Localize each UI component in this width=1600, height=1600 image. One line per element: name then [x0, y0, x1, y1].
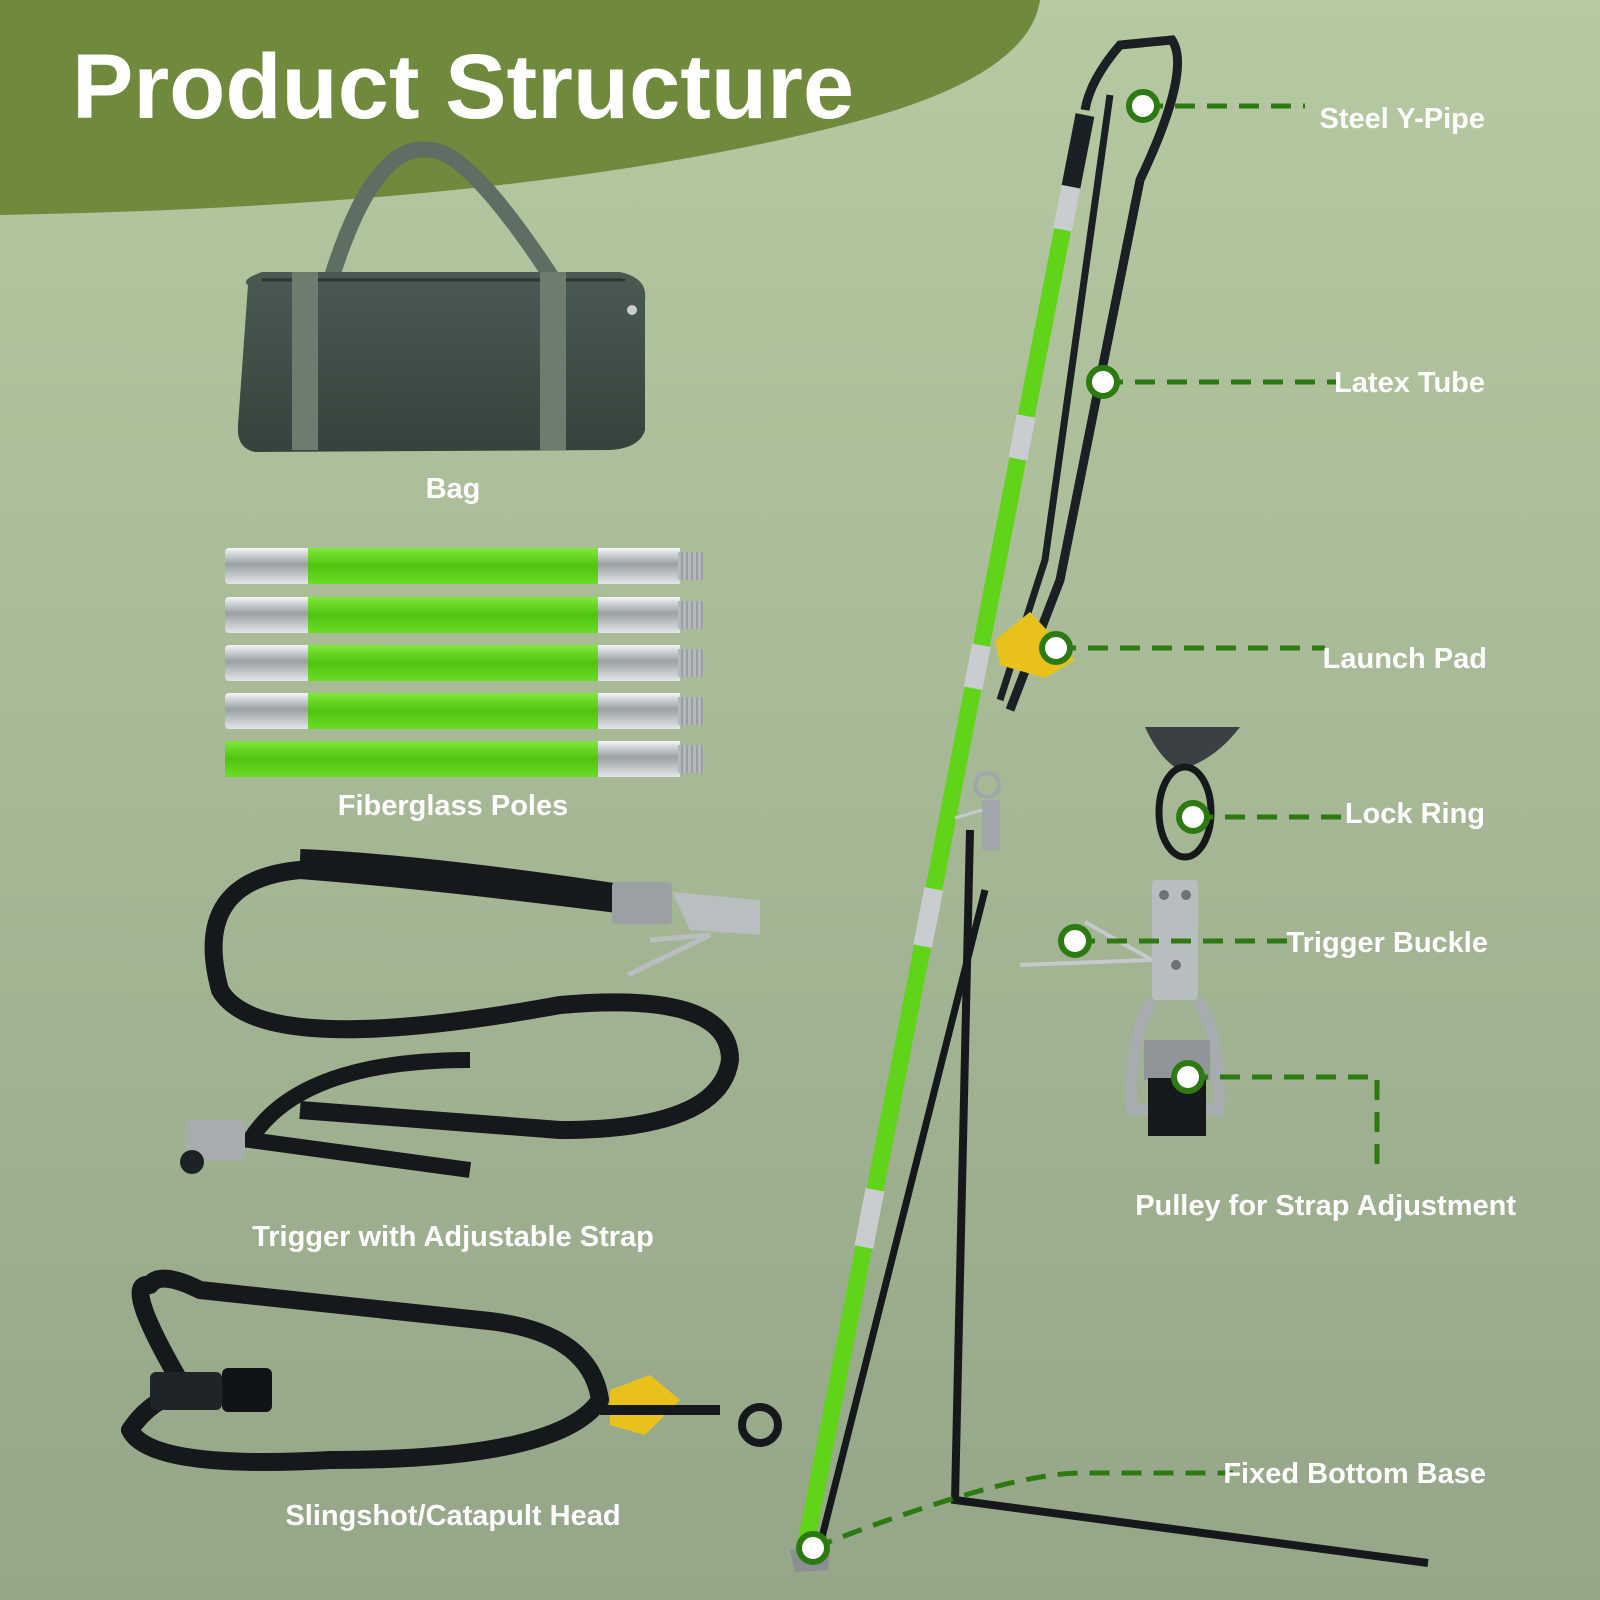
label-steel-y-pipe: Steel Y-Pipe [1320, 103, 1486, 135]
page-title: Product Structure [72, 36, 854, 138]
marker-pulley [1171, 1060, 1205, 1094]
assembled-launcher-illustration [790, 35, 1429, 1572]
callout-leaders [812, 103, 1380, 1551]
leader-fixed-bottom-base [812, 1470, 1233, 1551]
label-launch-pad: Launch Pad [1323, 643, 1487, 675]
marker-lock-ring [1176, 800, 1210, 834]
marker-trigger-buckle [1058, 924, 1092, 958]
trigger-strap-illustration [180, 849, 760, 1178]
fiberglass-pole [225, 597, 704, 633]
fiberglass-pole [225, 548, 704, 584]
label-latex-tube: Latex Tube [1334, 367, 1485, 399]
marker-latex-tube [1086, 365, 1120, 399]
callout-labels: Steel Y-Pipe Latex Tube Launch Pad Lock … [1135, 103, 1516, 1490]
caption-bag: Bag [426, 473, 481, 505]
bag-illustration [237, 141, 646, 452]
callout-markers [796, 89, 1210, 1565]
fiberglass-pole [225, 741, 704, 777]
fiberglass-poles-illustration [225, 548, 704, 777]
fiberglass-pole [225, 693, 704, 729]
slingshot-head-illustration [121, 1269, 782, 1471]
marker-fixed-bottom-base [796, 1531, 830, 1565]
fiberglass-pole [225, 645, 704, 681]
label-fixed-bottom-base: Fixed Bottom Base [1223, 1458, 1486, 1490]
label-lock-ring: Lock Ring [1345, 798, 1485, 830]
caption-slingshot-head: Slingshot/Catapult Head [285, 1500, 620, 1532]
label-trigger-buckle: Trigger Buckle [1287, 927, 1488, 959]
caption-fiberglass-poles: Fiberglass Poles [338, 790, 569, 822]
title-banner [0, 0, 1040, 215]
label-pulley: Pulley for Strap Adjustment [1135, 1190, 1516, 1222]
marker-launch-pad [1039, 631, 1073, 665]
caption-trigger-strap: Trigger with Adjustable Strap [252, 1221, 654, 1253]
marker-steel-y-pipe [1126, 89, 1160, 123]
